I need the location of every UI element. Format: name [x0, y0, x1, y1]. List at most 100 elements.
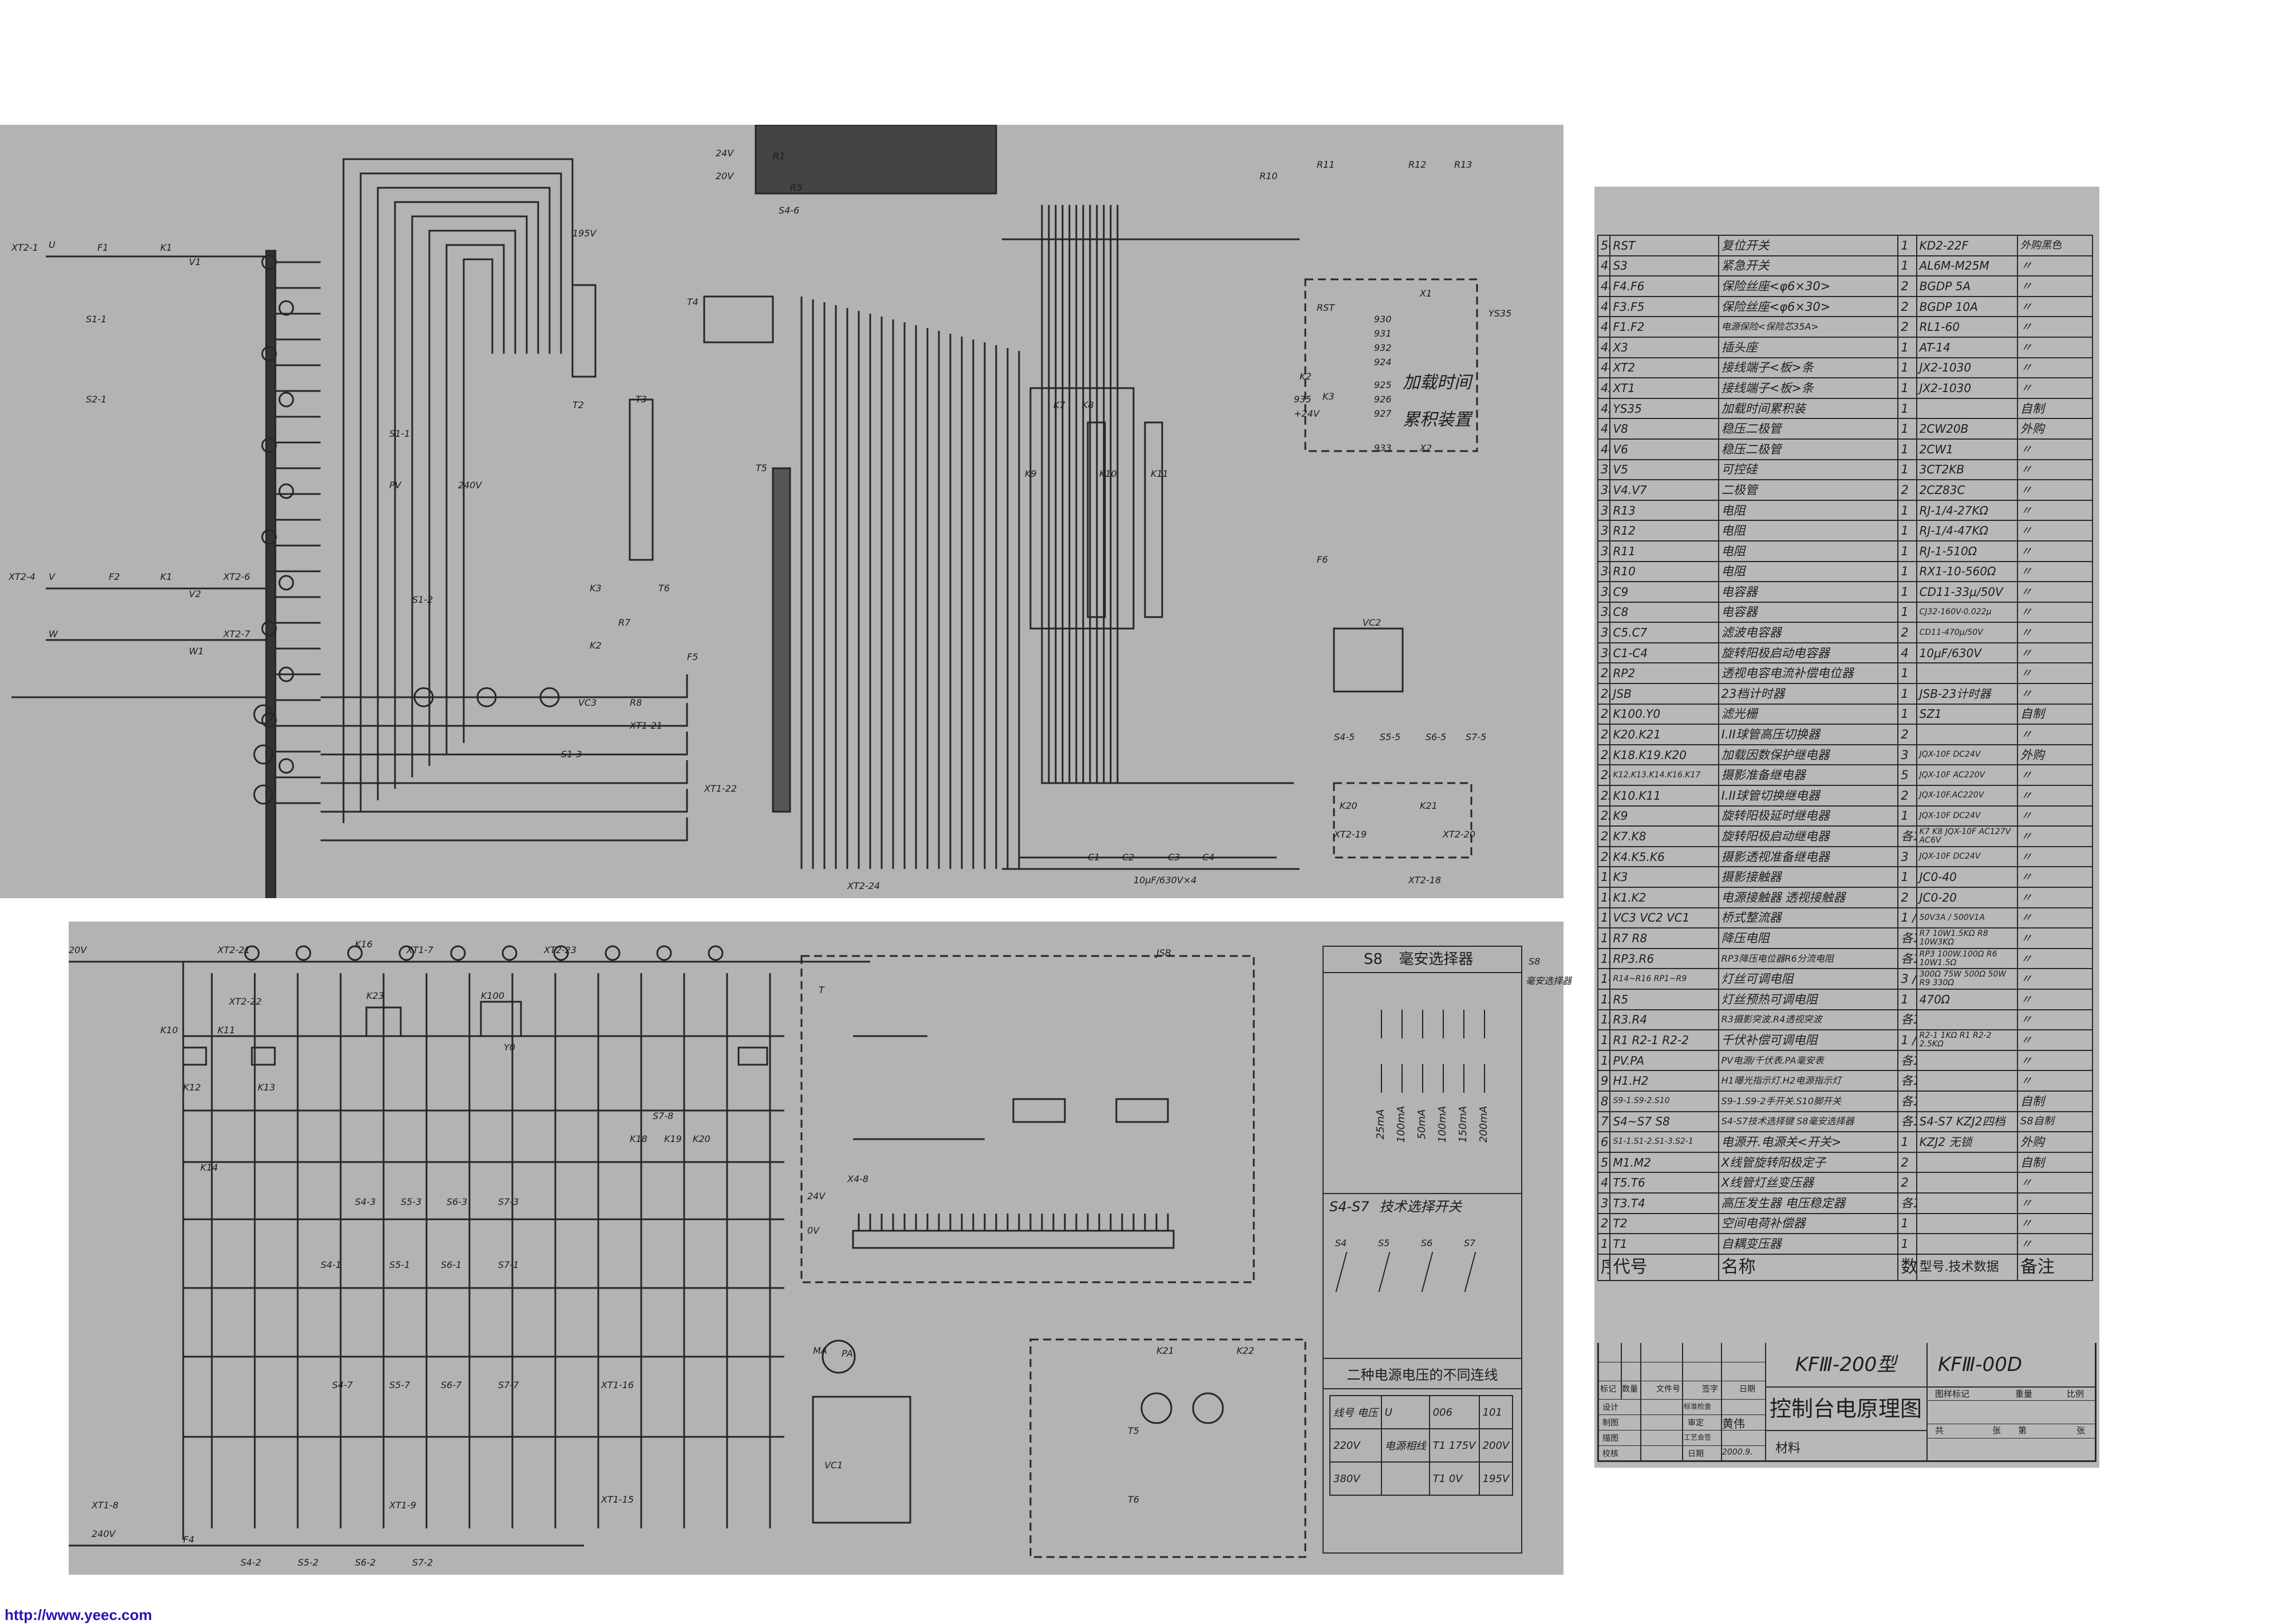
item-code: T5.T6 [1609, 1172, 1719, 1194]
terminal-symbol [476, 687, 497, 708]
item-code: V4.V7 [1609, 479, 1719, 501]
voltage-cell: 195V [1478, 1461, 1514, 1496]
item-remark: 〃 [2016, 622, 2094, 643]
schematic-label: K3 [1322, 391, 1334, 402]
terminal-symbol [708, 945, 724, 961]
schematic-label: 926 [1374, 394, 1392, 405]
schematic-label: S6-3 [447, 1196, 468, 1207]
s8-contact-top [1401, 1010, 1403, 1038]
wire [463, 258, 493, 743]
item-name: S4-S7技术选择键 S8毫安选择器 [1718, 1111, 1899, 1133]
item-name: 高压发生器 电压稳定器 [1718, 1192, 1899, 1214]
item-qty: 1 [1897, 235, 1917, 256]
voltage-cell: 电源相线 [1380, 1428, 1430, 1463]
wire [1103, 205, 1294, 784]
item-model: 2CW1 [1916, 438, 2018, 460]
schematic-label: 加载时间 [1403, 373, 1471, 393]
item-code: K18.K19.K20 [1609, 744, 1719, 766]
item-model: JQX-10F DC24V [1916, 744, 2018, 766]
item-qty: 1 [1897, 357, 1917, 379]
parts-row: 15RP3.R6RP3降压电位器R6分流电阻各1RP3 100W.100Ω R6… [1597, 947, 2094, 970]
item-name: PV电源/千伏表.PA毫安表 [1718, 1049, 1899, 1072]
item-name: 加载时间累积装 [1718, 397, 1899, 420]
item-name: S9-1.S9-2手开关.S10脚开关 [1718, 1090, 1899, 1112]
item-model: RJ-1-510Ω [1916, 540, 2018, 562]
revision-grid: 标记 数量 文件号 签字 日期 设计 标准检查 制图 审定 黄伟 描图 工艺会签… [1599, 1343, 1766, 1460]
item-qty: 2 [1897, 622, 1917, 643]
item-remark: 自制 [2016, 703, 2094, 725]
date-value: 2000.9. [1722, 1448, 1753, 1457]
parts-row: 32C8电容器1CJ32-160V-0.022μ〃 [1597, 601, 2094, 623]
wire [360, 172, 562, 812]
schematic-label: 24V [807, 1191, 826, 1202]
schematic-label: S7-5 [1466, 732, 1487, 742]
item-remark: 〃 [2016, 1049, 2094, 1072]
tech-switch-title: 技术选择开关 [1379, 1199, 1462, 1215]
item-remark: 〃 [2016, 377, 2094, 399]
wire [1116, 205, 1294, 784]
schematic-label: S1-1 [389, 428, 410, 439]
item-number: 37 [1597, 499, 1611, 521]
item-qty: 各1 [1897, 1049, 1917, 1072]
schematic-label: K12 [183, 1082, 201, 1093]
item-qty: 3 [1897, 744, 1917, 766]
s8-contact-top [1381, 1010, 1382, 1038]
parts-header-cell: 备注 [2016, 1253, 2094, 1281]
amplifier-a1 [1012, 1098, 1066, 1123]
terminal-symbol [278, 666, 294, 682]
item-code: T1 [1609, 1233, 1719, 1255]
item-code: V8 [1609, 418, 1719, 440]
item-qty: 2 [1897, 887, 1917, 908]
schematic-label: C2 [1122, 852, 1135, 863]
watermark-url: http://www.yeec.com [5, 1606, 152, 1623]
schematic-label: S1-2 [412, 594, 433, 605]
weight-label: 重量 [2015, 1389, 2033, 1399]
schematic-label: S4-7 [332, 1380, 353, 1390]
s8-position-label: 25mA [1375, 1109, 1387, 1140]
schematic-label: V [49, 571, 55, 582]
schematic-label: S7-2 [412, 1557, 433, 1568]
item-model: KZJ2 无锁 [1916, 1131, 2018, 1153]
terminal-symbol [261, 529, 277, 545]
parts-table: 50RST复位开关1KD2-22F外购黑色49S3紧急开关1AL6M-M25M〃… [1597, 235, 2094, 1281]
item-name: 电阻 [1718, 540, 1899, 562]
item-model: JQX-10F DC24V [1916, 805, 2018, 827]
item-code: PV.PA [1609, 1049, 1719, 1072]
item-name: 降压电阻 [1718, 927, 1899, 949]
item-number: 8 [1597, 1090, 1611, 1112]
filament-box [1029, 1338, 1306, 1558]
item-qty: 3 / 2 [1897, 968, 1917, 990]
sheets-unit-label: 张 [1992, 1425, 2001, 1436]
item-remark: 〃 [2016, 479, 2094, 501]
item-model [1916, 1070, 2018, 1092]
schematic-label: K13 [258, 1082, 275, 1093]
wire [1110, 205, 1294, 784]
item-code: S9-1.S9-2.S10 [1609, 1090, 1719, 1112]
schematic-label: 195V [572, 228, 597, 239]
drawing-label: 制图 [1602, 1418, 1618, 1428]
schematic-label: 927 [1374, 408, 1392, 419]
schematic-label: 932 [1374, 342, 1392, 353]
timer-contact-strip [852, 1230, 1175, 1249]
item-model [1916, 1049, 2018, 1072]
item-remark: 〃 [2016, 825, 2094, 847]
relay-k20-k21-box [1333, 782, 1472, 859]
schematic-label: 0V [807, 1225, 820, 1236]
item-name: RP3降压电位器R6分流电阻 [1718, 947, 1899, 970]
item-code: K100.Y0 [1609, 703, 1719, 725]
item-qty: 1 [1897, 1212, 1917, 1235]
item-model: 2CW20B [1916, 418, 2018, 440]
schematic-label: XT2-22 [229, 996, 262, 1007]
wire [445, 244, 505, 754]
item-model: S4-S7 KZJ2四档 [1916, 1111, 2018, 1133]
item-number: 22 [1597, 805, 1611, 827]
item-name: 接线端子<板>条 [1718, 357, 1899, 379]
item-remark: 〃 [2016, 601, 2094, 623]
schematic-label: XT1-9 [389, 1500, 416, 1511]
item-remark: 〃 [2016, 887, 2094, 908]
schematic-label: K7 [1053, 400, 1065, 410]
autotransformer-t1 [265, 250, 277, 898]
